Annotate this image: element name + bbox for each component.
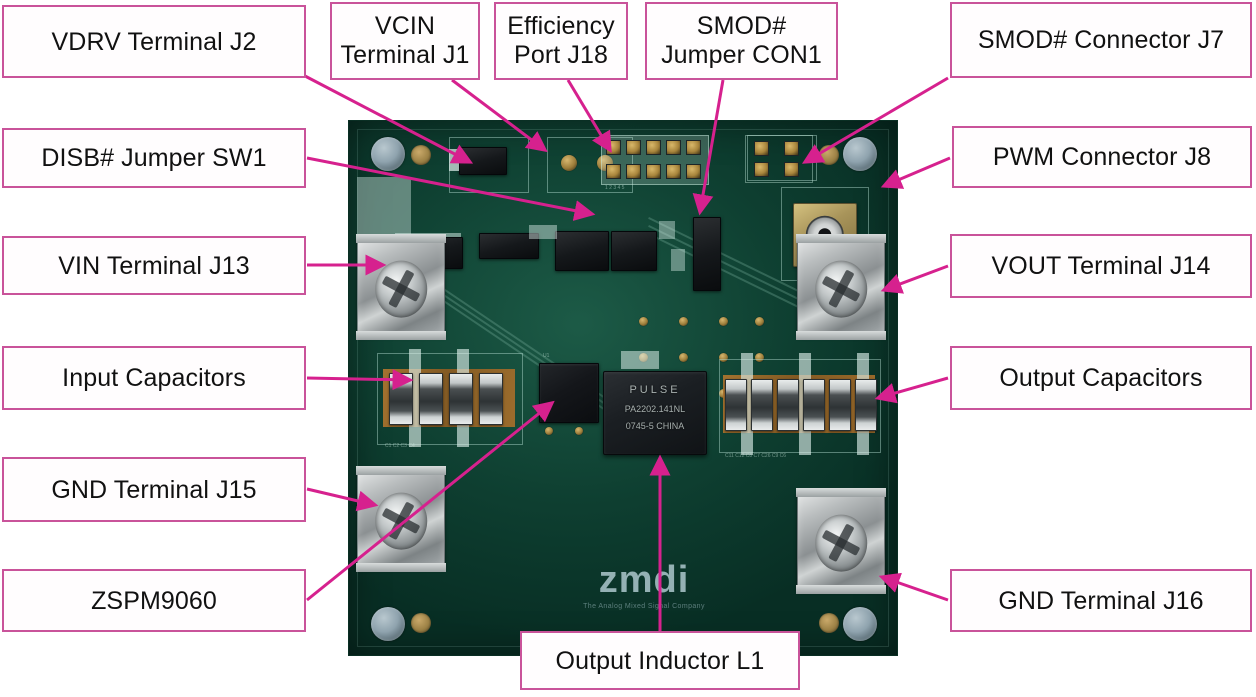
output-capacitor <box>829 379 851 431</box>
callout-label: VOUT Terminal J14 <box>991 252 1211 280</box>
callout-label: SMOD# Jumper CON1 <box>661 12 822 69</box>
silkscreen-text: C1 C2 C3 C4 <box>385 443 415 449</box>
screw-head <box>375 260 427 318</box>
callout-disb-jumper-sw1[interactable]: DISB# Jumper SW1 <box>2 128 306 188</box>
gnd-terminal-j15[interactable] <box>356 466 446 572</box>
silkscreen-panel <box>659 221 675 239</box>
callout-efficiency-port-j18[interactable]: Efficiency Port J18 <box>494 2 628 80</box>
efficiency-port-j18[interactable] <box>601 135 709 185</box>
callout-label: PWM Connector J8 <box>992 143 1212 171</box>
header-block[interactable] <box>479 233 539 259</box>
callout-zspm9060[interactable]: ZSPM9060 <box>2 569 306 632</box>
callout-label: DISB# Jumper SW1 <box>41 144 267 172</box>
callout-output-capacitors[interactable]: Output Capacitors <box>950 346 1252 410</box>
screw-head <box>815 260 867 318</box>
output-capacitor <box>855 379 877 431</box>
callout-label: GND Terminal J16 <box>998 586 1204 615</box>
vin-terminal-j13[interactable] <box>356 234 446 340</box>
mounting-hole <box>411 613 431 633</box>
output-capacitor <box>777 379 799 431</box>
vout-terminal-j14[interactable] <box>796 234 886 340</box>
inductor-partno: PA2202.141NL <box>624 404 686 414</box>
input-capacitor <box>419 373 443 425</box>
header-block[interactable] <box>611 231 657 271</box>
mounting-hole <box>371 137 405 171</box>
callout-vdrv-terminal-j2[interactable]: VDRV Terminal J2 <box>2 5 306 78</box>
silkscreen-panel <box>529 225 557 239</box>
smod-jumper-con1[interactable] <box>693 217 721 291</box>
mounting-hole <box>371 607 405 641</box>
callout-gnd-terminal-j15[interactable]: GND Terminal J15 <box>2 457 306 522</box>
output-capacitor <box>751 379 773 431</box>
pcb-trace <box>648 233 802 310</box>
callout-label: ZSPM9060 <box>91 586 217 615</box>
inductor-silk-top <box>621 351 659 369</box>
callout-label: GND Terminal J15 <box>51 475 257 504</box>
mounting-hole <box>819 613 839 633</box>
silkscreen-panel <box>671 249 685 271</box>
zmdi-wordmark: zmdi <box>598 559 690 601</box>
screw-head <box>815 514 867 572</box>
callout-vcin-terminal-j1[interactable]: VCIN Terminal J1 <box>330 2 480 80</box>
output-inductor-l1: PULSE PA2202.141NL 0745-5 CHINA <box>603 371 707 455</box>
callout-vin-terminal-j13[interactable]: VIN Terminal J13 <box>2 236 306 295</box>
pcb-photo: 1 2 3 4 5 <box>348 120 898 656</box>
callout-smod-jumper-con1[interactable]: SMOD# Jumper CON1 <box>645 2 838 80</box>
callout-label: SMOD# Connector J7 <box>977 26 1225 54</box>
output-capacitor <box>725 379 747 431</box>
mounting-hole <box>819 145 839 165</box>
callout-pwm-connector-j8[interactable]: PWM Connector J8 <box>952 126 1252 188</box>
callout-smod-connector-j7[interactable]: SMOD# Connector J7 <box>950 2 1252 78</box>
callout-label: Output Inductor L1 <box>555 646 765 675</box>
silkscreen-text: U1 <box>543 353 550 359</box>
mounting-hole <box>843 607 877 641</box>
vdrv-pad <box>449 149 459 171</box>
mounting-hole <box>843 137 877 171</box>
zmdi-logo: zmdi The Analog Mixed Signal Company <box>564 561 724 610</box>
vcin-pin <box>561 155 577 171</box>
screw-head <box>375 492 427 550</box>
callout-vout-terminal-j14[interactable]: VOUT Terminal J14 <box>950 234 1252 298</box>
vdrv-terminal-j2[interactable] <box>459 147 507 175</box>
input-capacitor <box>479 373 503 425</box>
output-capacitor <box>803 379 825 431</box>
input-capacitor <box>449 373 473 425</box>
zspm9060-chip <box>539 363 599 423</box>
callout-label: VDRV Terminal J2 <box>51 27 257 56</box>
silkscreen-text: C11 C12 C8 C7 C26 C9 C6 <box>725 453 787 459</box>
zmdi-tagline: The Analog Mixed Signal Company <box>583 603 705 610</box>
callout-output-inductor-l1[interactable]: Output Inductor L1 <box>520 631 800 690</box>
smod-connector-j7[interactable] <box>745 135 813 183</box>
pcb-substrate: 1 2 3 4 5 <box>348 120 898 656</box>
callout-label: VCIN Terminal J1 <box>340 12 470 69</box>
input-capacitor <box>389 373 413 425</box>
callout-gnd-terminal-j16[interactable]: GND Terminal J16 <box>950 569 1252 632</box>
silkscreen-text: 1 2 3 4 5 <box>605 185 625 191</box>
callout-label: Output Capacitors <box>999 364 1203 392</box>
callout-label: Efficiency Port J18 <box>507 12 615 69</box>
inductor-brand: PULSE <box>629 384 681 396</box>
header-block[interactable] <box>555 231 609 271</box>
gnd-terminal-j16[interactable] <box>796 488 886 594</box>
callout-label: VIN Terminal J13 <box>58 251 250 280</box>
silkscreen-panel <box>357 177 411 239</box>
callout-label: Input Capacitors <box>62 364 246 392</box>
mounting-hole <box>411 145 431 165</box>
inductor-datecode: 0745-5 CHINA <box>625 421 685 431</box>
callout-input-capacitors[interactable]: Input Capacitors <box>2 346 306 410</box>
